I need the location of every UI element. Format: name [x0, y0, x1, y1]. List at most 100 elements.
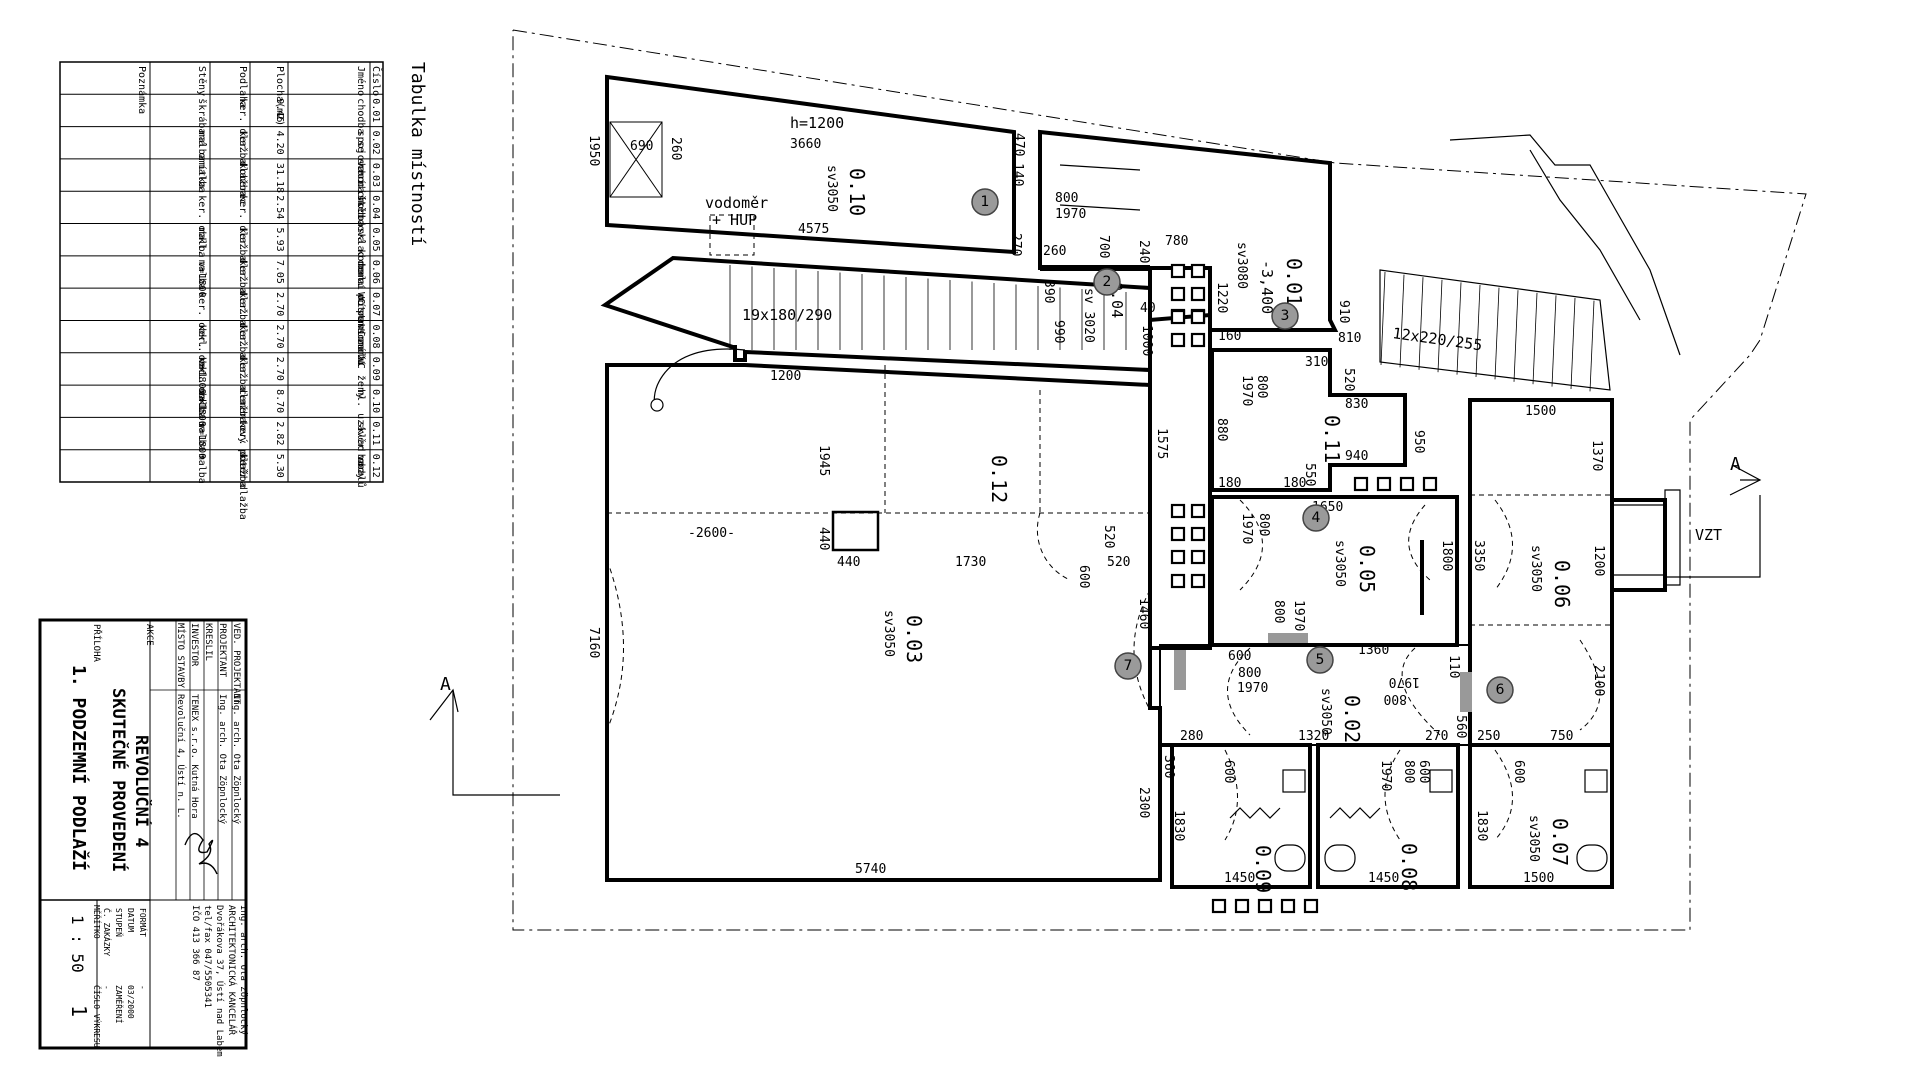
title-sheet: 1. PODZEMNÍ PODLAŽÍ: [68, 665, 90, 871]
table-cell: 0.10: [370, 389, 381, 413]
table-cell: ker. dlažba: [237, 324, 249, 390]
dim-d270: 270: [1008, 233, 1023, 256]
dim-d440a: 440: [816, 527, 831, 550]
scale-value: 1 : 50: [68, 915, 87, 973]
table-cell: ker. dlažba: [237, 228, 249, 294]
detail-marker-4[interactable]: 4: [1302, 504, 1330, 532]
room-005-sv: sv3050: [1332, 540, 1347, 587]
column-square: [1170, 503, 1186, 519]
table-cell: 0.06: [370, 260, 381, 284]
title-block: REVOLUČNÍ 4 SKUTEČNÉ PROVEDENÍ 1. PODZEM…: [38, 618, 248, 1057]
meta-label: ČÍSLO VÝKRESU: [92, 985, 103, 1048]
dim-d3350: 3350: [1471, 540, 1486, 571]
room-table: Tabulka místností ČísloJménoPlocha(m2)Po…: [59, 61, 428, 520]
meta-label: MĚŘÍTKO: [92, 905, 103, 939]
detail-markers: 1 2 3 4 5 6 7: [971, 188, 1514, 704]
dim-d520b: 520: [1101, 525, 1116, 548]
column-square: [1170, 332, 1186, 348]
column-square: [1353, 476, 1369, 492]
dim-d180a: 180: [1218, 476, 1241, 491]
table-cell: denní místn. zam: [355, 260, 367, 356]
table-cell: 5.30: [274, 454, 285, 478]
label-stair-main: 19x180/290: [742, 306, 832, 324]
column-square: [1190, 503, 1206, 519]
dim-d600b: 600: [1228, 649, 1251, 664]
table-header-3: Podlaha: [237, 66, 248, 108]
table-cell: herna: [355, 163, 366, 193]
dim-d800e: 800: [1256, 513, 1271, 536]
dim-d1575: 1575: [1154, 428, 1169, 459]
table-cell: 0.04: [370, 195, 381, 219]
dim-d1450b: 1450: [1368, 871, 1399, 886]
dim-d800d: 800: [1254, 375, 1269, 398]
column-square: [1170, 263, 1186, 279]
title-subtitle: SKUTEČNÉ PROVEDENÍ: [108, 688, 130, 872]
meta-value: ZAMĚŘENÍ: [114, 985, 125, 1024]
table-cell: 2.54: [274, 195, 285, 219]
table-cell: malba: [196, 228, 207, 258]
dim-d5740: 5740: [855, 862, 886, 877]
room-001-level: -3,400: [1258, 260, 1276, 314]
label-vzt: VZT: [1695, 526, 1722, 544]
room-007-number: 0.07: [1548, 818, 1572, 866]
detail-marker-label: 6: [1496, 682, 1505, 698]
dim-d990: 990: [1051, 320, 1066, 343]
dim-d560: 560: [1453, 715, 1468, 738]
table-cell: úklidová komora: [355, 195, 367, 285]
table-cell: 31.18: [274, 163, 285, 193]
dim-d880: 880: [1214, 418, 1229, 441]
column-square: [1170, 549, 1186, 565]
dim-d800b: 800: [1238, 666, 1261, 681]
meta-label: STUPEŇ: [114, 908, 125, 937]
column-square: [1190, 309, 1206, 325]
dim-d600e: 600: [1511, 760, 1526, 783]
dim-d690: 690: [630, 139, 653, 154]
dim-d800c: 800: [1384, 691, 1407, 706]
dim-d1945: 1945: [816, 445, 831, 476]
title-row-label: KRESLIL: [203, 623, 213, 661]
table-cell: malba: [196, 454, 207, 484]
detail-marker-label: 5: [1316, 652, 1325, 668]
table-cell: ker. dlažba: [237, 260, 249, 326]
detail-marker-6[interactable]: 6: [1486, 676, 1514, 704]
table-cell: 0.09: [370, 357, 381, 381]
title-akce-label: AKCE: [144, 624, 154, 646]
dim-d910: 910: [1336, 300, 1351, 323]
detail-marker-5[interactable]: 5: [1306, 646, 1334, 674]
floor-plan: [429, 29, 1807, 931]
room-004-sv: sv 3020: [1081, 288, 1096, 343]
table-cell: 2.82: [274, 421, 285, 445]
detail-marker-7[interactable]: 7: [1114, 652, 1142, 680]
detail-marker-2[interactable]: 2: [1093, 268, 1121, 296]
dim-d2100: 2100: [1591, 665, 1606, 696]
detail-marker-1[interactable]: 1: [971, 188, 999, 216]
dim-d1460: 1460: [1136, 598, 1151, 629]
dim-d520: 520: [1341, 368, 1356, 391]
table-cell: sklad obalů: [355, 421, 367, 487]
meta-label: Č. ZAKÁZKY: [102, 908, 113, 956]
table-cell: hl. uzávěr vody: [355, 389, 367, 479]
column-square: [1303, 898, 1319, 914]
detail-marker-label: 3: [1281, 308, 1290, 324]
office-line: tel/fax 047/5505341: [202, 905, 212, 1008]
table-cell: 0.12: [370, 454, 381, 478]
column-square: [1190, 573, 1206, 589]
table-cell: 0.11: [370, 421, 381, 445]
column-square: [1399, 476, 1415, 492]
dim-d1970e: 1970: [1239, 513, 1254, 544]
dim-d4575: 4575: [798, 222, 829, 237]
table-cell: ker. dlažba: [237, 98, 249, 164]
room-002-number: 0.02: [1340, 695, 1364, 743]
title-row-label: INVESTOR: [189, 623, 199, 667]
title-row-value: TENEX s.r.o. Kutná Hora: [189, 694, 199, 819]
dim-d1360: 1360: [1358, 643, 1389, 658]
table-cell: 8.70: [274, 389, 285, 413]
label-hup: + HUP: [712, 211, 757, 229]
detail-marker-3[interactable]: 3: [1271, 302, 1299, 330]
column-square: [1170, 573, 1186, 589]
table-cell: spojovací chodba: [355, 131, 367, 227]
table-cell: ker. obkl. v=1800: [196, 357, 207, 459]
dim-d1500b: 1500: [1523, 871, 1554, 886]
column-square: [1211, 898, 1227, 914]
